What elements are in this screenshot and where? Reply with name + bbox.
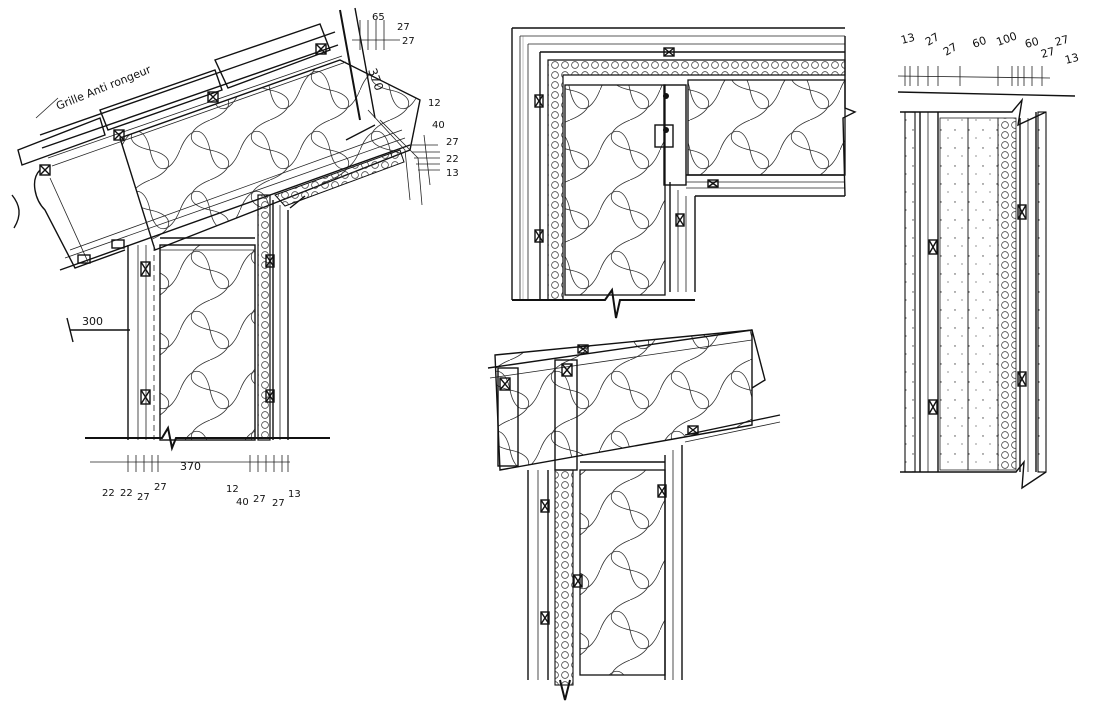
bl-dim-3: 27: [154, 482, 167, 493]
bl-dim-2: 27: [137, 492, 150, 503]
top-dim-2: 27: [402, 36, 415, 47]
br-dim-3: 27: [272, 498, 285, 509]
right-dim-0: 12: [428, 98, 441, 109]
br-dim-4: 13: [288, 489, 301, 500]
detail-roof-wall: 300 Grille Anti rongeur 370 65 27 27 12 …: [11, 7, 459, 509]
top-dim-0: 65: [372, 12, 385, 23]
ws-dim-3: 60: [971, 34, 989, 51]
br-dim-2: 27: [253, 494, 266, 505]
detail-corner: [511, 27, 857, 319]
bl-dim-0: 22: [102, 488, 115, 499]
ws-dim-7: 27: [1053, 33, 1070, 49]
ws-dim-1: 27: [923, 30, 942, 48]
ws-dim-4: 100: [995, 29, 1019, 48]
dim-300-label: 300: [82, 315, 103, 328]
ws-dim-0: 13: [899, 31, 916, 47]
br-dim-0: 12: [226, 484, 239, 495]
detail-wall-section: 13 27 27 60 100 60 27 27 13: [897, 29, 1080, 490]
ws-dim-8: 13: [1063, 51, 1080, 67]
top-dim-1: 27: [397, 22, 410, 33]
br-dim-1: 40: [236, 497, 249, 508]
right-dim-2: 27: [446, 137, 459, 148]
right-dim-3: 22: [446, 154, 459, 165]
detail-floor-junction: [487, 329, 781, 701]
right-dim-4: 13: [446, 168, 459, 179]
dim-370-bottom-label: 370: [180, 460, 201, 473]
ws-dim-6: 27: [1039, 45, 1056, 61]
bl-dim-1: 22: [120, 488, 133, 499]
ws-dim-5: 60: [1023, 35, 1040, 51]
right-dim-1: 40: [432, 120, 445, 131]
ws-dim-2: 27: [941, 40, 960, 58]
grille-label: Grille Anti rongeur: [54, 63, 153, 113]
